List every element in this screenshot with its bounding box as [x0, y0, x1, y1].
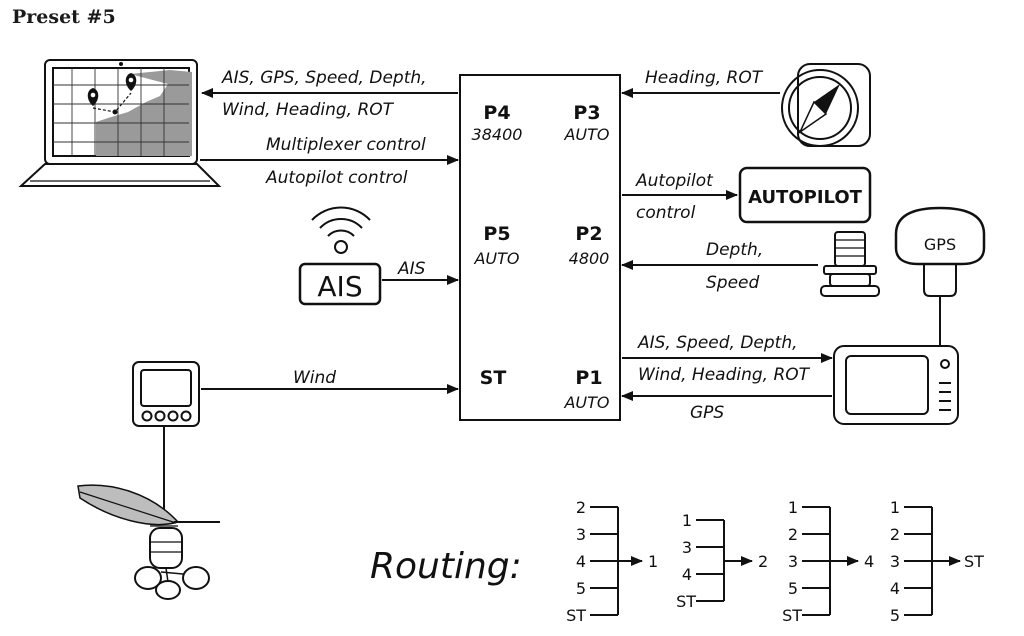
routing-group-3: 1 2 3 5 ST 4 — [782, 498, 874, 625]
route2-input-3: 4 — [682, 565, 692, 584]
route1-output: 1 — [648, 552, 658, 571]
ais-link-label: AIS — [397, 259, 426, 279]
laptop-data-out-line1: AIS, GPS, Speed, Depth, — [221, 68, 427, 88]
compass-icon — [781, 63, 871, 147]
plotter-link-line2: Wind, Heading, ROT — [638, 365, 811, 385]
port-p5-value: AUTO — [473, 249, 519, 268]
route4-output: ST — [964, 552, 984, 571]
depth-link-line2: Speed — [706, 273, 760, 293]
route2-input-4: ST — [676, 592, 696, 611]
autopilot-unit: AUTOPILOT — [738, 166, 872, 224]
laptop-control-in-line1: Multiplexer control — [266, 135, 426, 155]
routing-group-4: 1 2 3 4 5 ST — [890, 498, 984, 625]
port-p3-value: AUTO — [563, 125, 609, 144]
route3-output: 4 — [864, 552, 874, 571]
wind-display — [132, 361, 200, 427]
page-title: Preset #5 — [12, 6, 116, 28]
route4-input-2: 2 — [890, 525, 900, 544]
route1-input-1: 2 — [576, 498, 586, 517]
port-p1-name: P1 — [575, 367, 602, 389]
wind-link-label: Wind — [293, 368, 336, 388]
routing-label: Routing: — [370, 546, 522, 587]
route1-input-4: 5 — [576, 579, 586, 598]
chartplotter — [833, 345, 959, 425]
gps-antenna: GPS — [894, 206, 986, 297]
port-p4-value: 38400 — [472, 125, 523, 144]
autopilot-link-line1: Autopilot — [635, 171, 714, 191]
port-p2-value: 4800 — [569, 249, 610, 268]
multiplexer-box: P4 38400 P3 AUTO P5 AUTO P2 4800 ST P1 A… — [459, 74, 621, 421]
route3-input-1: 1 — [788, 498, 798, 517]
port-p3-name: P3 — [573, 102, 600, 124]
autopilot-link-line2: control — [636, 203, 696, 223]
ais-label: AIS — [317, 270, 362, 303]
ais-unit: AIS — [298, 262, 382, 306]
depth-link-line1: Depth, — [706, 240, 763, 260]
port-p4-name: P4 — [483, 102, 510, 124]
plotter-gps-label: GPS — [690, 403, 724, 423]
route3-input-2: 2 — [788, 525, 798, 544]
gps-label: GPS — [924, 235, 956, 254]
route3-input-5: ST — [782, 606, 802, 625]
route4-input-3: 3 — [890, 552, 900, 571]
route1-input-5: ST — [566, 606, 586, 625]
wireless-icon — [311, 206, 371, 254]
route1-input-2: 3 — [576, 525, 586, 544]
port-p5-name: P5 — [483, 223, 510, 245]
laptop-control-in-line2: Autopilot control — [265, 168, 408, 188]
routing-group-1: 2 3 4 5 ST 1 — [566, 498, 658, 625]
port-p2-name: P2 — [575, 223, 602, 245]
laptop-data-out-line2: Wind, Heading, ROT — [222, 100, 395, 120]
port-p1-value: AUTO — [563, 393, 609, 412]
route3-input-4: 5 — [788, 579, 798, 598]
wind-transducer — [77, 484, 220, 600]
routing-group-2: 1 3 4 ST 2 — [676, 511, 768, 611]
compass-label: Heading, ROT — [645, 68, 764, 88]
route4-input-5: 5 — [890, 606, 900, 625]
port-st-name: ST — [480, 367, 507, 389]
autopilot-label: AUTOPILOT — [748, 187, 863, 208]
route1-input-3: 4 — [576, 552, 586, 571]
route2-input-2: 3 — [682, 538, 692, 557]
laptop-icon — [18, 59, 222, 187]
route2-input-1: 1 — [682, 511, 692, 530]
transducer-icon — [820, 231, 880, 297]
route3-input-3: 3 — [788, 552, 798, 571]
route2-output: 2 — [758, 552, 768, 571]
route4-input-4: 4 — [890, 579, 900, 598]
route4-input-1: 1 — [890, 498, 900, 517]
plotter-link-line1: AIS, Speed, Depth, — [637, 333, 798, 353]
